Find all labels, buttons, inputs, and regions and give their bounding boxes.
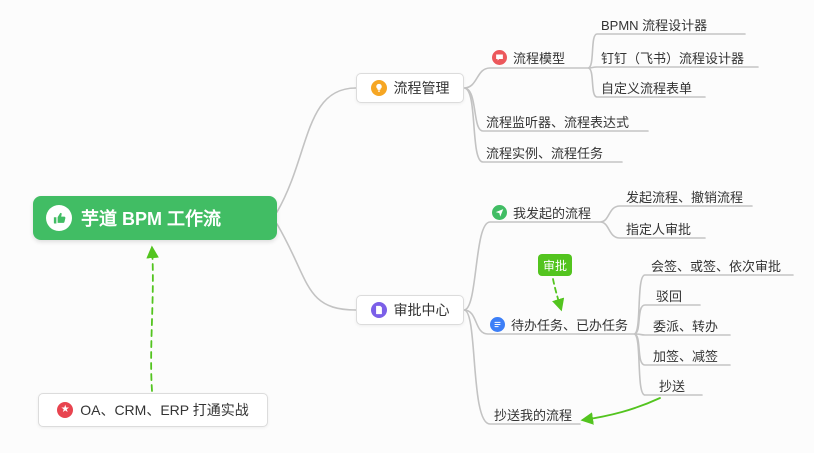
node-label: 抄送: [659, 378, 686, 394]
node-label: 流程监听器、流程表达式: [486, 114, 630, 130]
node-label: 抄送我的流程: [494, 407, 573, 423]
node-cc-my-process[interactable]: 抄送我的流程: [494, 406, 573, 423]
node-process-model[interactable]: 流程模型: [492, 49, 566, 66]
arrow-cc-to-ccmy: [580, 397, 661, 425]
lightbulb-icon: [370, 80, 387, 96]
node-label: 驳回: [656, 288, 683, 304]
node-cc[interactable]: 抄送: [659, 377, 686, 394]
node-delegate-transfer[interactable]: 委派、转办: [653, 317, 719, 334]
node-process-management[interactable]: 流程管理: [356, 73, 464, 103]
node-label: 我发起的流程: [513, 205, 592, 221]
node-label: 审批中心: [393, 302, 450, 318]
node-label: 发起流程、撤销流程: [626, 189, 744, 205]
root-node[interactable]: 芋道 BPM 工作流: [33, 196, 277, 240]
comment-icon: [492, 49, 507, 65]
node-label: 自定义流程表单: [601, 80, 693, 96]
node-label: 流程模型: [513, 50, 566, 66]
node-todo-done[interactable]: 待办任务、已办任务: [490, 316, 629, 333]
node-label: 指定人审批: [626, 221, 692, 237]
node-label: BPMN 流程设计器: [601, 17, 708, 33]
node-assignee-approval[interactable]: 指定人审批: [626, 220, 692, 237]
node-add-reduce-sign[interactable]: 加签、减签: [653, 347, 719, 364]
approval-badge[interactable]: 审批: [538, 254, 572, 276]
node-label: 会签、或签、依次审批: [651, 258, 782, 274]
star-icon: ★: [57, 402, 74, 418]
node-reject[interactable]: 驳回: [656, 287, 683, 304]
node-approval-center[interactable]: 审批中心: [356, 295, 464, 325]
node-label: 流程管理: [393, 80, 450, 96]
thumbs-up-icon: [46, 205, 72, 231]
node-label: 流程实例、流程任务: [486, 145, 604, 161]
node-label: 钉钉（飞书）流程设计器: [601, 50, 745, 66]
badge-label: 审批: [542, 258, 567, 273]
document-icon: [370, 302, 387, 318]
node-my-initiated[interactable]: 我发起的流程: [492, 204, 592, 221]
root-label: 芋道 BPM 工作流: [81, 209, 222, 229]
arrow-badge-to-todo: [552, 278, 565, 312]
node-instance-task[interactable]: 流程实例、流程任务: [486, 144, 604, 161]
node-oa-crm-erp[interactable]: ★ OA、CRM、ERP 打通实战: [38, 393, 268, 427]
list-icon: [490, 316, 505, 332]
node-label: OA、CRM、ERP 打通实战: [80, 402, 249, 418]
node-initiate-cancel[interactable]: 发起流程、撤销流程: [626, 188, 744, 205]
node-custom-form[interactable]: 自定义流程表单: [601, 79, 693, 96]
node-listener-expression[interactable]: 流程监听器、流程表达式: [486, 113, 630, 130]
node-countersign[interactable]: 会签、或签、依次审批: [651, 257, 782, 274]
node-label: 待办任务、已办任务: [511, 317, 629, 333]
node-bpmn-designer[interactable]: BPMN 流程设计器: [601, 16, 708, 33]
node-label: 委派、转办: [653, 318, 719, 334]
node-dingtalk-designer[interactable]: 钉钉（飞书）流程设计器: [601, 49, 745, 66]
arrow-oa-to-root: [146, 245, 159, 392]
paper-plane-icon: [492, 204, 507, 220]
node-label: 加签、减签: [653, 348, 719, 364]
